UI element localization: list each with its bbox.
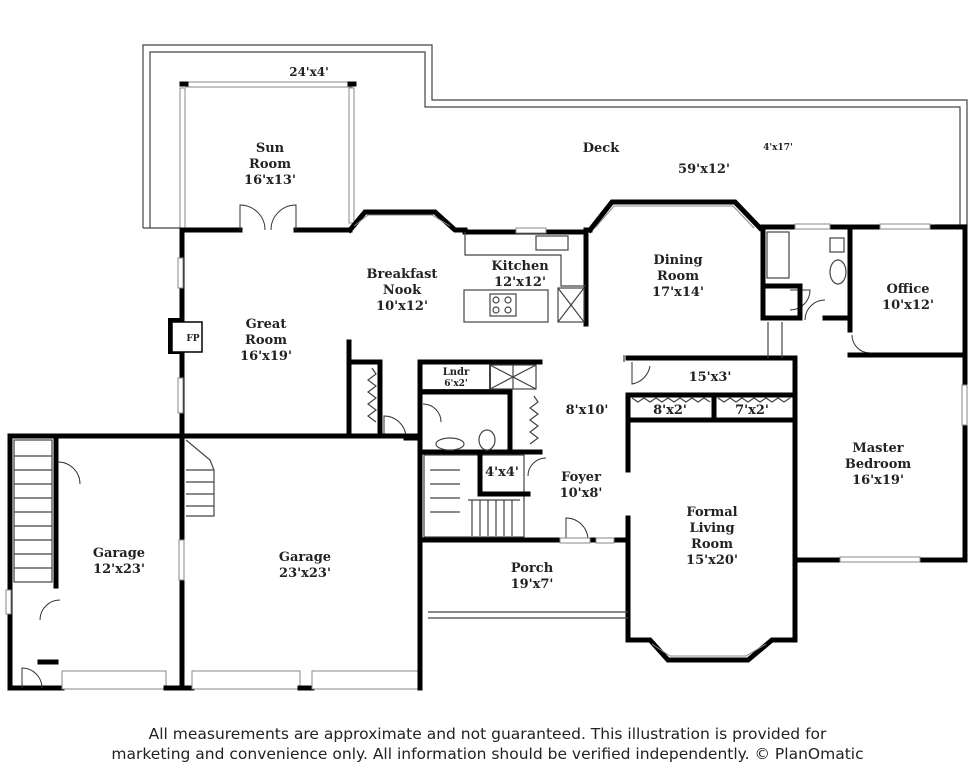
nook-bay [346, 209, 589, 235]
master-bedroom-label-2: Bedroom [845, 457, 912, 472]
porch-label: Porch [511, 561, 554, 576]
formal-living-label-3: Room [691, 537, 733, 552]
closet-1-dim: 8'x2' [653, 403, 687, 418]
disclaimer-line-2: marketing and convenience only. All info… [111, 745, 864, 763]
garage-stairs [13, 439, 215, 583]
deck-label: Deck [583, 141, 620, 156]
great-room-label-2: Room [245, 333, 287, 348]
sun-room-dim: 16'x13' [244, 173, 296, 188]
sun-room-label-2: Room [249, 157, 291, 172]
formal-living-walls [625, 417, 798, 663]
disclaimer: All measurements are approximate and not… [0, 724, 975, 764]
great-room-dim: 16'x19' [240, 349, 292, 364]
kitchen-fixtures [463, 232, 586, 323]
great-room-walls [168, 227, 423, 441]
east-wing-walls [760, 224, 968, 643]
master-bedroom-label: Master [852, 441, 903, 456]
hall-dim: 15'x3' [689, 370, 732, 385]
laundry-dim: 6'x2' [444, 379, 467, 389]
dining-room-label: Dining [653, 253, 702, 268]
sun-room-label: Sun [256, 141, 285, 156]
disclaimer-line-1: All measurements are approximate and not… [148, 725, 827, 743]
formal-living-dim: 15'x20' [686, 553, 738, 568]
foyer-walls [421, 449, 631, 544]
garage-large-label: Garage [279, 550, 331, 565]
deck-dim: 59'x12' [678, 162, 730, 177]
great-room-label: Great [246, 317, 287, 332]
main-stairs [423, 454, 525, 538]
east-wing-top [760, 223, 968, 563]
formal-living-label-2: Living [689, 521, 734, 536]
porch-dim: 19'x7' [511, 577, 554, 592]
office-dim: 10'x12' [882, 298, 934, 313]
kitchen-dim: 12'x12' [494, 275, 546, 290]
deck-dim-2: 4'x17' [763, 143, 793, 153]
laundry-label: Lndr [443, 367, 470, 378]
breakfast-nook-dim: 10'x12' [376, 299, 428, 314]
foyer-label: Foyer [561, 470, 601, 485]
closet-3-dim: 4'x4' [485, 465, 519, 480]
dining-room-dim: 17'x14' [652, 285, 704, 300]
deck-outline [142, 44, 968, 229]
porch-outline [428, 611, 628, 619]
closet-2-dim: 7'x2' [735, 403, 769, 418]
breakfast-nook-label-2: Nook [383, 283, 422, 298]
foyer-dim: 10'x8' [560, 486, 603, 501]
dining-room-label-2: Room [657, 269, 699, 284]
garage-small-label: Garage [93, 546, 145, 561]
garage-small-dim: 12'x23' [93, 562, 145, 577]
kitchen-label: Kitchen [491, 259, 549, 274]
dining-bay [583, 199, 764, 327]
fireplace-label: FP [186, 334, 199, 344]
breakfast-nook-label: Breakfast [367, 267, 438, 282]
formal-living-label: Formal [686, 505, 737, 520]
master-bedroom-dim: 16'x19' [852, 473, 904, 488]
garage-walls [5, 433, 423, 691]
center-hall-dim: 8'x10' [566, 403, 609, 418]
floor-plan: 24'x4' Sun Room 16'x13' Deck 59'x12' 4'x… [5, 44, 968, 691]
office-label: Office [886, 282, 929, 297]
hall-walls [623, 355, 798, 423]
sun-room-walls [179, 81, 357, 233]
garage-large-dim: 23'x23' [279, 566, 331, 581]
deck-small-dim: 24'x4' [289, 65, 329, 79]
